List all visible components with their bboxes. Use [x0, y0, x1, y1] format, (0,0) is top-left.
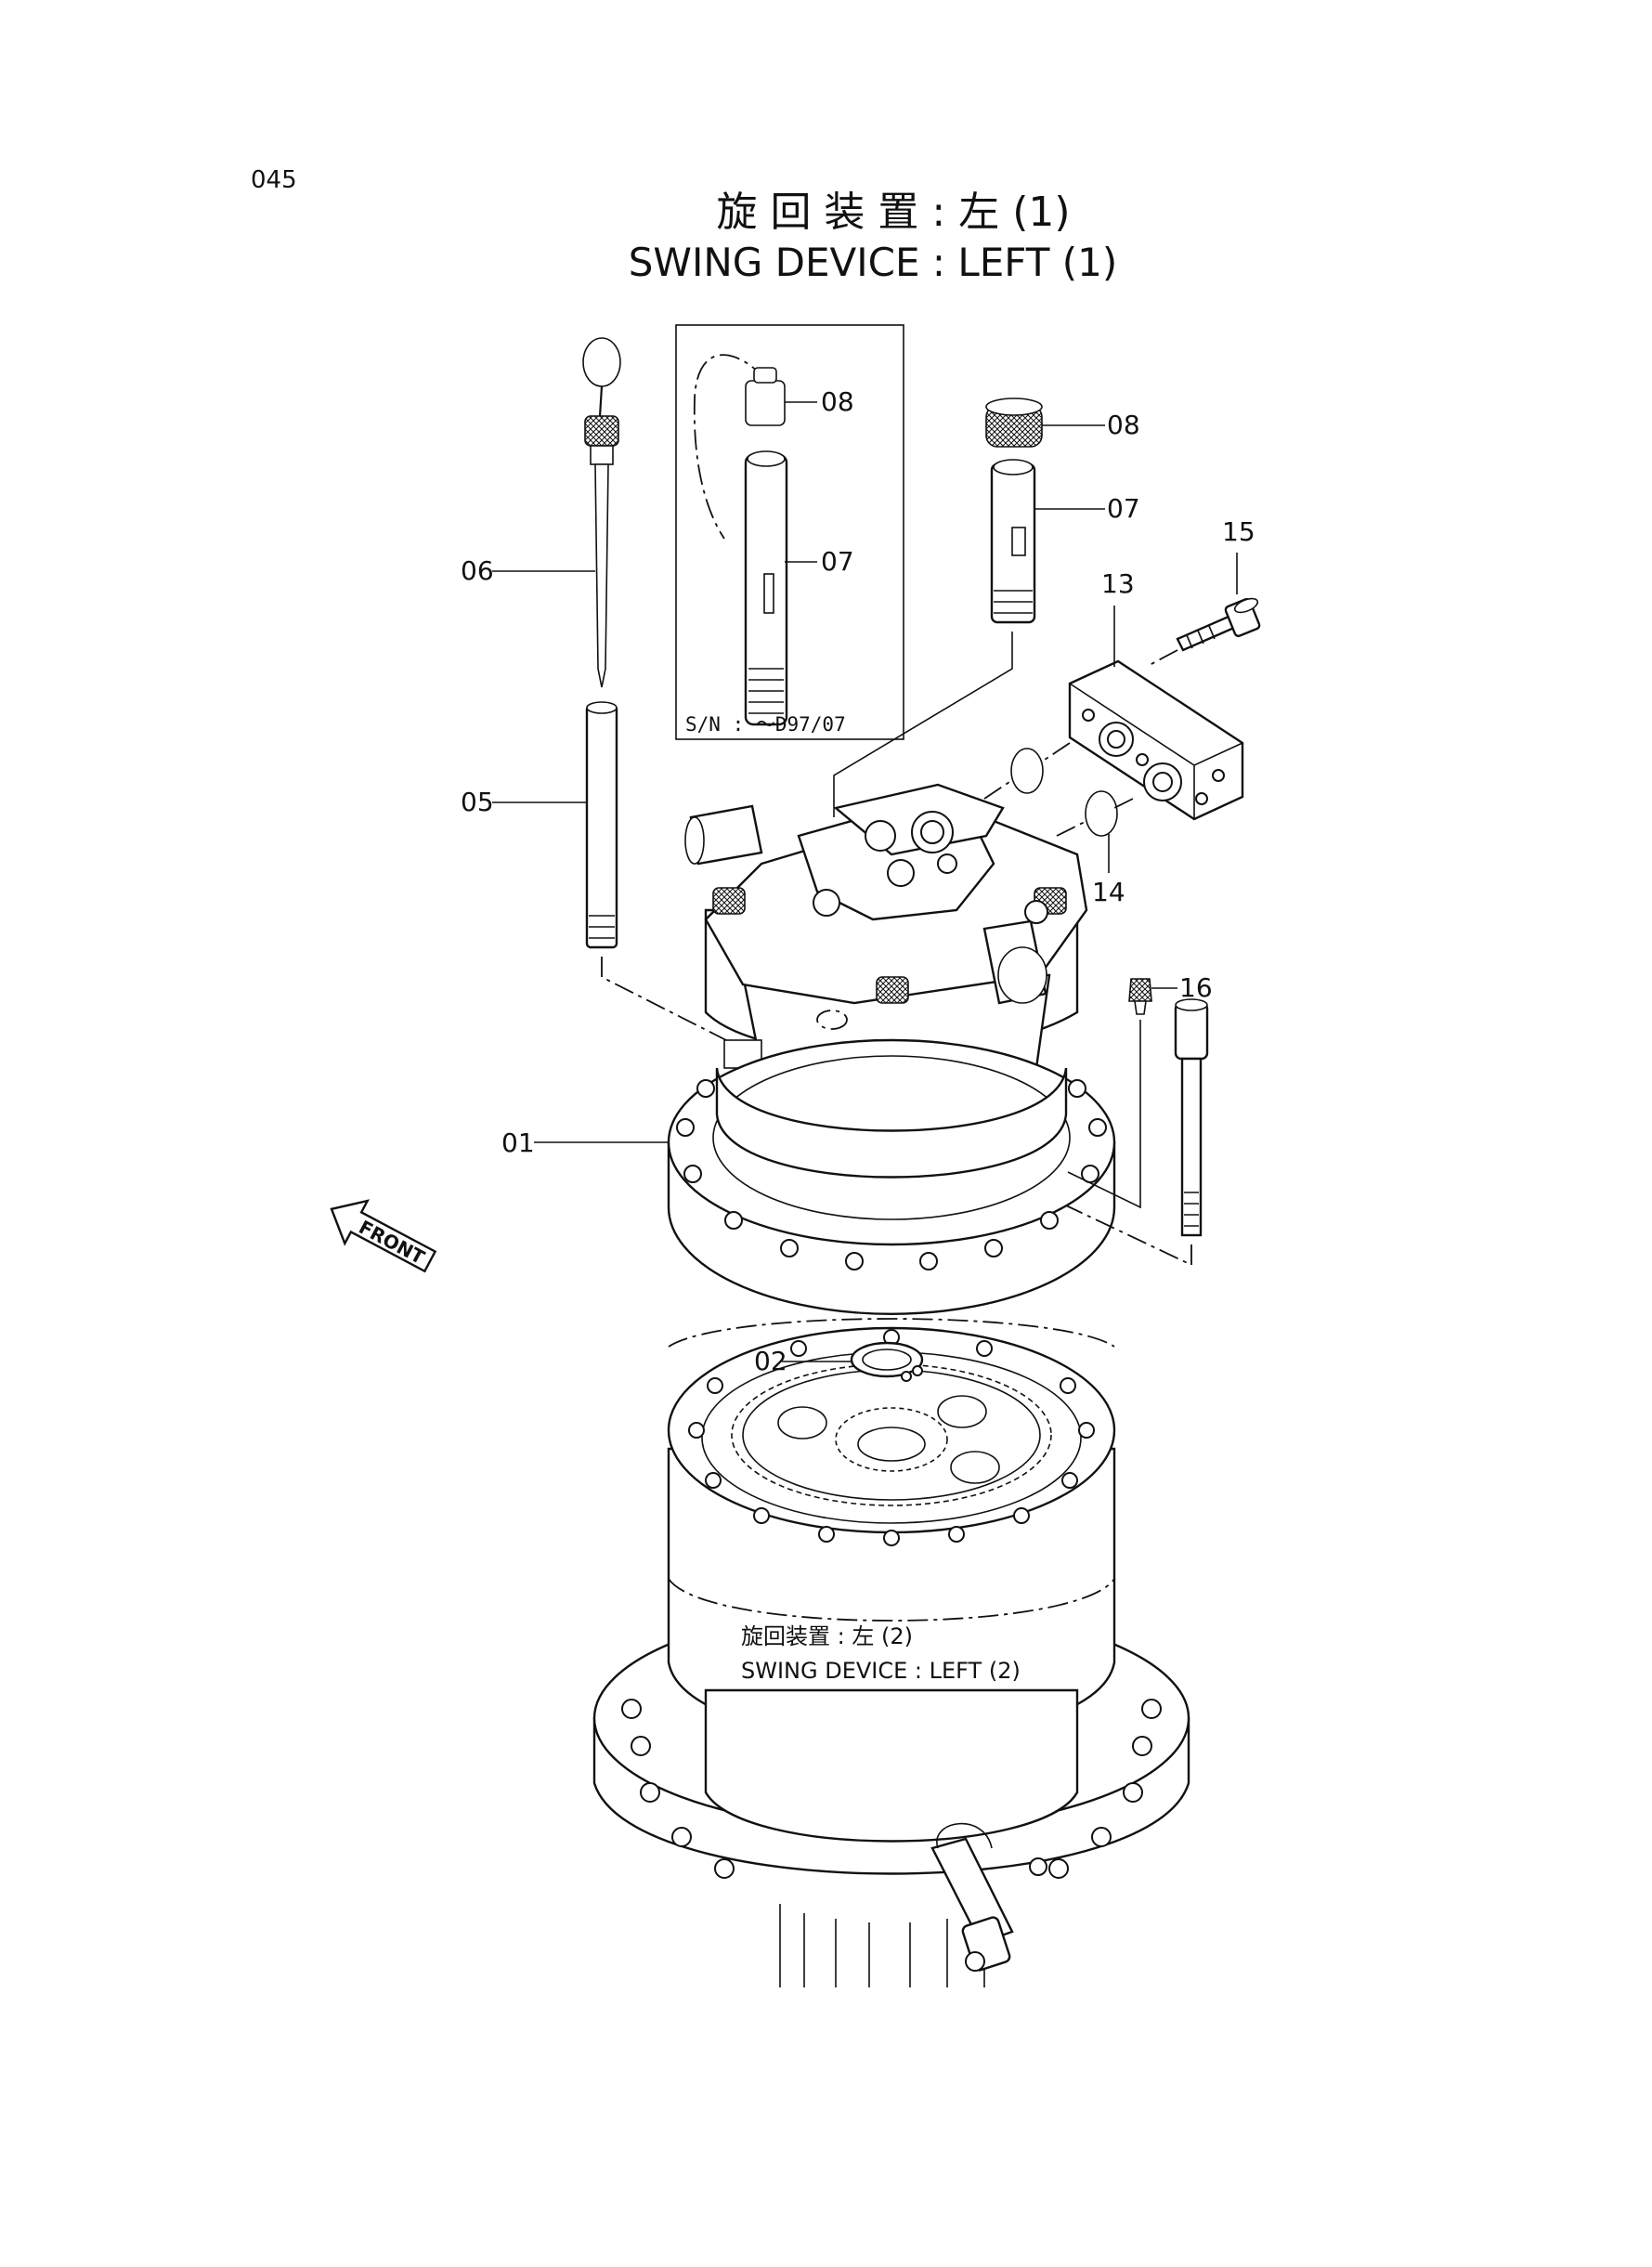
snap-ring — [850, 1341, 924, 1382]
callout-08: 08 — [1107, 410, 1140, 440]
plug — [1128, 978, 1152, 1015]
title-japanese: 旋 回 装 置 : 左 (1) — [716, 189, 1070, 236]
callout-02: 02 — [754, 1346, 787, 1376]
valve-block — [1068, 659, 1244, 821]
page-number: 045 — [251, 166, 297, 194]
callout-07-inset: 07 — [821, 546, 854, 577]
callout-15: 15 — [1222, 516, 1255, 547]
gear-case-flange — [667, 1038, 1116, 1315]
callout-07: 07 — [1107, 493, 1140, 524]
title-english: SWING DEVICE : LEFT (1) — [629, 240, 1117, 285]
inset-serial-note: S/N : ～D97/07 — [685, 713, 846, 736]
callout-13: 13 — [1101, 568, 1135, 599]
callout-08-inset: 08 — [821, 386, 854, 417]
gear-case — [592, 1318, 1190, 1987]
callout-05: 05 — [461, 787, 494, 817]
callout-16: 16 — [1179, 972, 1213, 1003]
reference-english: SWING DEVICE : LEFT (2) — [741, 1658, 1021, 1684]
callout-14: 14 — [1092, 877, 1125, 907]
o-rings — [1010, 748, 1118, 837]
bolt — [1176, 597, 1261, 652]
breather-pipe — [990, 459, 1036, 624]
socket-bolt — [1174, 998, 1209, 1237]
callout-01: 01 — [501, 1127, 535, 1158]
dipstick — [582, 337, 621, 688]
inset-box: S/N : ～D97/07 — [675, 324, 904, 740]
guide-tube — [585, 701, 618, 949]
front-arrow-icon: FRONT — [330, 1199, 437, 1273]
breather-cap — [985, 397, 1043, 448]
reference-japanese: 旋回装置 : 左 (2) — [741, 1623, 913, 1649]
callout-06: 06 — [461, 555, 494, 586]
